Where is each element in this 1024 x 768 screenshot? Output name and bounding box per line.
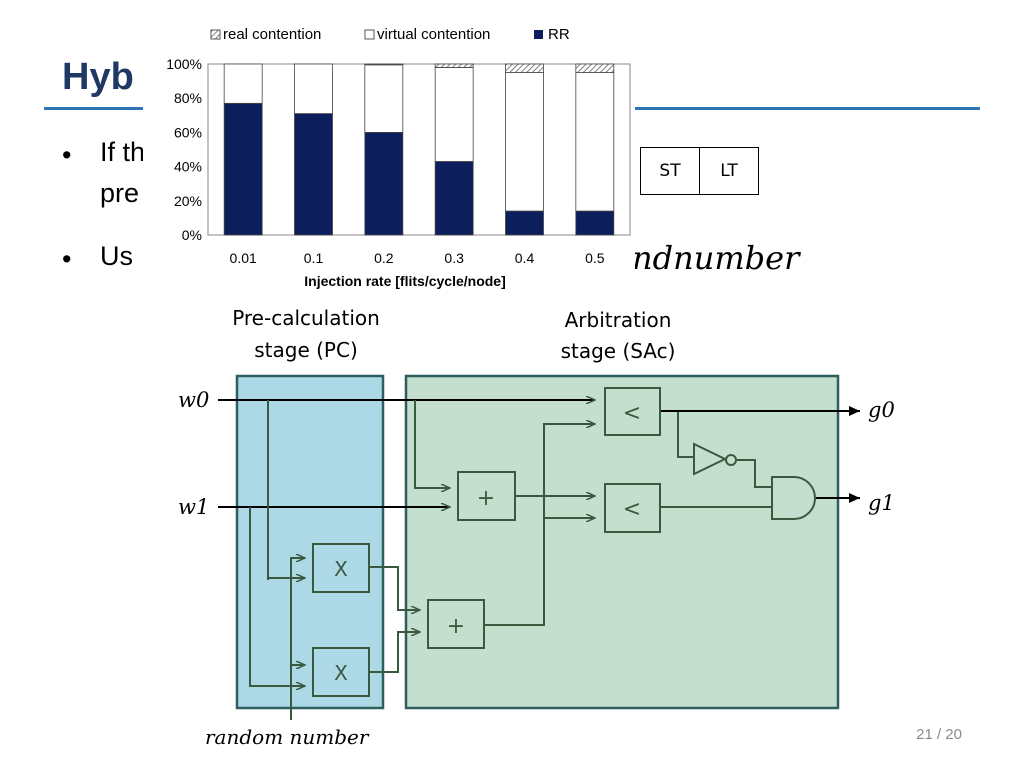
bar-segment-real-contention bbox=[364, 63, 404, 66]
multiplier-top bbox=[312, 543, 370, 593]
chart-plot-area: 0% 20% 40% 60% 80% 100% 0.01 0.1 0.2 0.3 0.4 0.5 bbox=[166, 56, 631, 266]
x-tick-label: 0.01 bbox=[230, 250, 257, 266]
g0-label: g0 bbox=[868, 398, 895, 422]
bar-segment-virtual-contention bbox=[223, 63, 263, 104]
bar-segment-real-contention bbox=[434, 63, 474, 68]
formula-tail: ndnumber bbox=[632, 239, 800, 277]
bar-segment-rr bbox=[434, 161, 474, 236]
legend-label-rr: RR bbox=[548, 26, 570, 43]
x-tick-label: 0.1 bbox=[304, 250, 324, 266]
multiplier-top-label: X bbox=[334, 557, 348, 581]
w1-to-mul-bottom-wire bbox=[249, 507, 305, 686]
bar-segment-rr bbox=[223, 102, 263, 236]
pc-stage-label-line-1: Pre-calculation bbox=[232, 306, 380, 330]
comparator-0-label: < bbox=[623, 401, 641, 426]
bullet-dot-icon: • bbox=[62, 244, 72, 274]
sac-stage-box bbox=[404, 374, 840, 710]
adder-upper-label: + bbox=[477, 486, 495, 511]
random-to-mul-top-wire bbox=[290, 558, 305, 720]
x-axis-label: Injection rate [flits/cycle/node] bbox=[304, 273, 506, 289]
random-number-label: random number bbox=[205, 725, 370, 749]
y-tick-label: 100% bbox=[166, 56, 202, 72]
x-tick-label: 0.4 bbox=[515, 250, 535, 266]
chart-panel: real contention virtual contention RR 0%… bbox=[143, 20, 635, 292]
y-tick-label: 60% bbox=[174, 124, 202, 140]
bar-segment-real-contention bbox=[575, 63, 615, 73]
bar-segment-rr bbox=[294, 113, 333, 236]
w0-to-adder-wire bbox=[414, 400, 450, 488]
legend-swatch-rr bbox=[534, 30, 543, 39]
page-number: 21 / 20 bbox=[916, 726, 962, 743]
adder-lower-label: + bbox=[447, 614, 465, 639]
w0-to-mul-top-wire bbox=[267, 400, 305, 578]
pc-stage-label-line-2: stage (PC) bbox=[254, 338, 358, 362]
inverter-gate bbox=[693, 442, 728, 476]
inverter-bubble bbox=[725, 454, 737, 466]
mul-top-to-adder-wire bbox=[369, 566, 420, 610]
sac-stage-label-line-2: stage (SAc) bbox=[561, 339, 676, 363]
bar-segment-virtual-contention bbox=[364, 64, 404, 133]
adder-low-out-wire bbox=[484, 424, 595, 626]
comparator-1-label: < bbox=[623, 497, 641, 522]
bar-segment-rr bbox=[575, 210, 615, 236]
bullet-2-text: Us bbox=[100, 241, 133, 271]
adder-upper bbox=[457, 471, 516, 521]
legend-swatch-virtual-contention bbox=[364, 29, 375, 40]
comparator-1 bbox=[604, 483, 661, 533]
y-tick-label: 40% bbox=[174, 159, 202, 175]
bullet-1-line-1: If th bbox=[100, 137, 146, 167]
mul-bottom-to-adder-wire bbox=[369, 632, 420, 673]
multiplier-bottom bbox=[312, 647, 370, 697]
w0-label: w0 bbox=[178, 388, 209, 412]
inverter-to-and-wire bbox=[737, 459, 772, 488]
bar-segment-rr bbox=[505, 210, 544, 236]
plot-frame bbox=[207, 63, 631, 236]
bar-segment-virtual-contention bbox=[294, 63, 333, 114]
legend-label-real-contention: real contention bbox=[223, 26, 321, 43]
chart-legend: real contention virtual contention RR bbox=[210, 26, 570, 43]
bar-segment-virtual-contention bbox=[575, 72, 615, 212]
adder-lower bbox=[427, 599, 485, 649]
w1-label: w1 bbox=[178, 495, 209, 519]
comparator-0 bbox=[604, 387, 661, 436]
cmp0-to-inverter-wire bbox=[677, 411, 694, 458]
legend-label-virtual-contention: virtual contention bbox=[377, 26, 490, 43]
pipeline-stage-lt: LT bbox=[699, 147, 759, 195]
sac-stage-label-line-1: Arbitration bbox=[565, 308, 672, 332]
bar-segment-rr bbox=[364, 132, 404, 236]
g1-label: g1 bbox=[868, 491, 895, 515]
pipeline-stage-st: ST bbox=[640, 147, 700, 195]
pc-stage-box bbox=[235, 374, 385, 710]
x-tick-label: 0.2 bbox=[374, 250, 394, 266]
bullet-1-line-2: pre bbox=[100, 178, 140, 208]
stacked-bar-chart: real contention virtual contention RR 0%… bbox=[166, 26, 631, 289]
multiplier-bottom-label: X bbox=[334, 661, 348, 685]
bar-segment-real-contention bbox=[505, 63, 544, 73]
legend-swatch-real-contention bbox=[210, 29, 221, 40]
and-gate bbox=[771, 476, 816, 520]
slide-title: Hyb bbox=[62, 56, 134, 98]
y-tick-label: 20% bbox=[174, 193, 202, 209]
bullet-dot-icon: • bbox=[62, 140, 72, 170]
bar-segment-virtual-contention bbox=[434, 67, 474, 162]
x-tick-label: 0.3 bbox=[444, 250, 464, 266]
y-tick-label: 80% bbox=[174, 90, 202, 106]
y-tick-label: 0% bbox=[182, 227, 202, 243]
bar-segment-virtual-contention bbox=[505, 72, 544, 212]
x-tick-label: 0.5 bbox=[585, 250, 605, 266]
